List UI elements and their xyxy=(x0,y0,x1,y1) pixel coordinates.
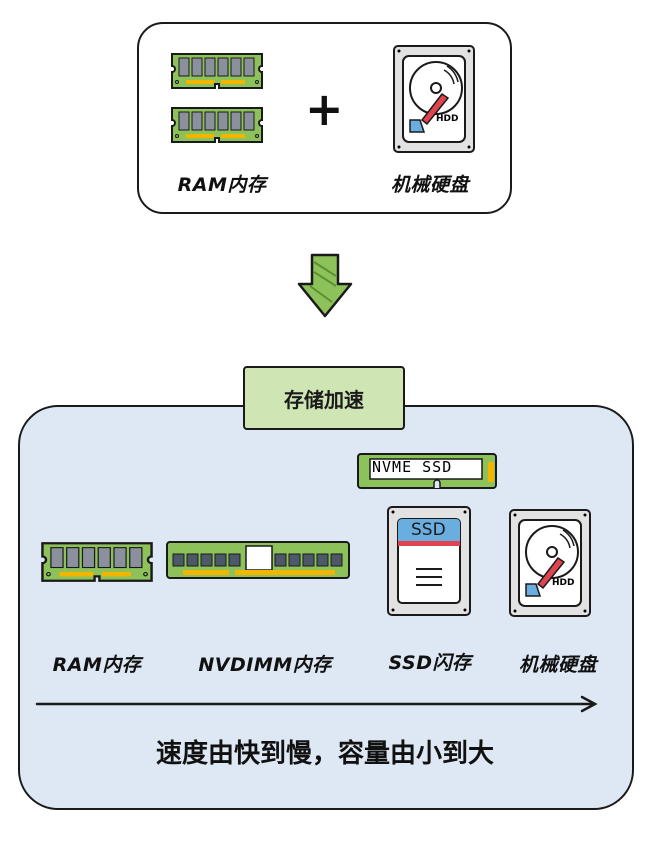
ssd-text: SSD xyxy=(411,520,446,540)
label-nvdimm: NVDIMM内存 xyxy=(198,654,332,676)
storage-acceleration-tag: 存储加速 xyxy=(243,366,405,430)
ram-module-icon xyxy=(171,53,263,89)
label-ram: RAM内存 xyxy=(52,654,142,676)
nvdimm-module-icon xyxy=(166,541,350,579)
hdd-icon xyxy=(393,45,475,153)
label-ssd: SSD闪存 xyxy=(388,652,472,674)
plus-sign: + xyxy=(305,82,345,136)
nvme-ssd-icon xyxy=(357,453,497,489)
label-ram: RAM内存 xyxy=(177,174,267,196)
hdd-badge: HDD xyxy=(436,114,459,124)
label-hdd: 机械硬盘 xyxy=(518,654,598,676)
down-arrow-icon xyxy=(297,253,353,318)
hdd-badge: HDD xyxy=(552,578,575,588)
hdd-icon xyxy=(509,509,591,617)
caption: 速度由快到慢，容量由小到大 xyxy=(155,739,494,769)
right-arrow-icon xyxy=(35,695,598,713)
ssd-icon xyxy=(387,506,471,616)
label-hdd: 机械硬盘 xyxy=(390,174,470,196)
nvme-ssd-text: NVME SSD xyxy=(372,458,453,476)
ram-module-icon xyxy=(41,541,153,583)
ram-module-icon xyxy=(171,107,263,143)
